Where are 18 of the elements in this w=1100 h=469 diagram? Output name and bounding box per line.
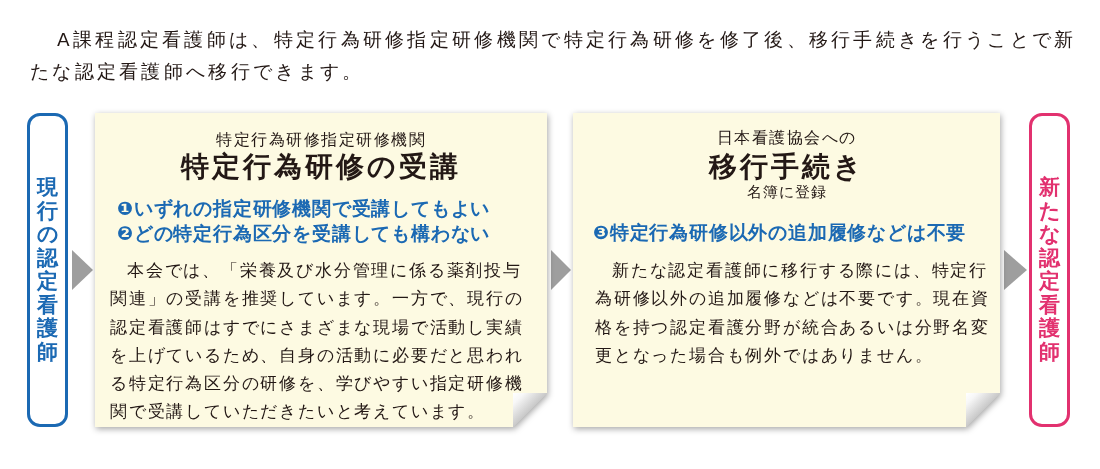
rounded-label-box: 現行の認定看護師	[27, 113, 68, 427]
note-card	[573, 113, 1000, 427]
card-heading: 移行手続き	[707, 150, 866, 184]
numbered-point: ❸特定行為研修以外の追加履修などは不要	[593, 220, 967, 244]
arrow	[1004, 250, 1027, 290]
card-heading: 特定行為研修の受講	[179, 150, 462, 184]
arrow	[551, 250, 571, 290]
rounded-label-box: 新たな認定看護師	[1029, 113, 1070, 427]
numbered-point: ❶いずれの指定研修機関で受講してもよい	[117, 196, 491, 220]
card-subtitle: 名簿に登録	[745, 183, 828, 201]
intro-paragraph: A課程認定看護師は、特定行為研修指定研修機関で特定行為研修を修了後、移行手続きを行うことで新たな認定看護師へ移行できます。	[30, 28, 1078, 84]
body-paragraph: 本会では、「栄養及び水分管理に係る薬剤投与関連」の受講を推奨しています。一方で、現行の認定看護師はすでにさまざまな現場で活動し実績を上げているため、自身の活動に必要だと思われる特定行為区分の研修を、学びやすい指定研修機関で受講していただきたいと考えています。	[110, 259, 525, 424]
card-subtitle: 日本看護協会への	[715, 128, 858, 148]
card-subtitle: 特定行為研修指定研修機関	[215, 130, 427, 150]
note-card	[95, 113, 547, 427]
numbered-point: ❷どの特定行為区分を受講しても構わない	[117, 221, 491, 245]
arrow	[72, 250, 93, 290]
body-paragraph: 新たな認定看護師に移行する際には、特定行為研修以外の追加履修などは不要です。現在資格を持つ認定看護分野が統合あるいは分野名変更となった場合も例外ではありません。	[595, 259, 991, 367]
